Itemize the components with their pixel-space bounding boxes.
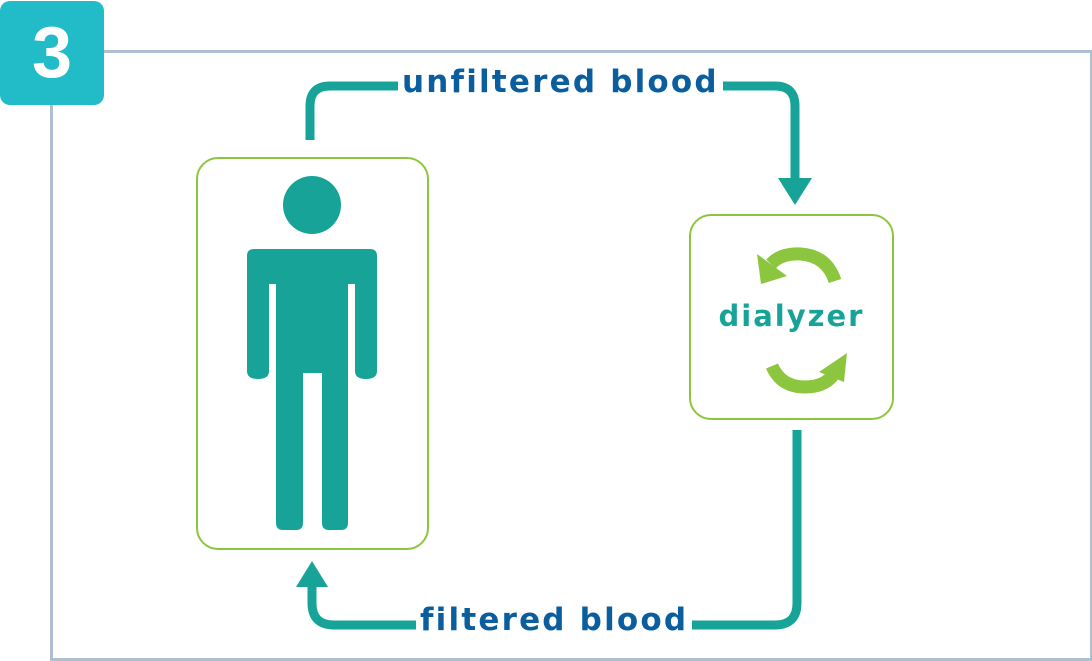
step-number-badge: 3: [0, 1, 104, 105]
person-icon: [246, 175, 377, 530]
arrow-up-icon: [296, 561, 328, 587]
filtered-blood-label: filtered blood: [416, 605, 693, 636]
patient-box: [196, 157, 429, 550]
unfiltered-blood-label: unfiltered blood: [398, 67, 723, 98]
dialyzer-label: dialyzer: [718, 299, 865, 333]
arrow-down-icon: [778, 178, 812, 205]
dialyzer-box: dialyzer: [689, 214, 894, 420]
recycle-arrows-icon: [756, 246, 847, 394]
